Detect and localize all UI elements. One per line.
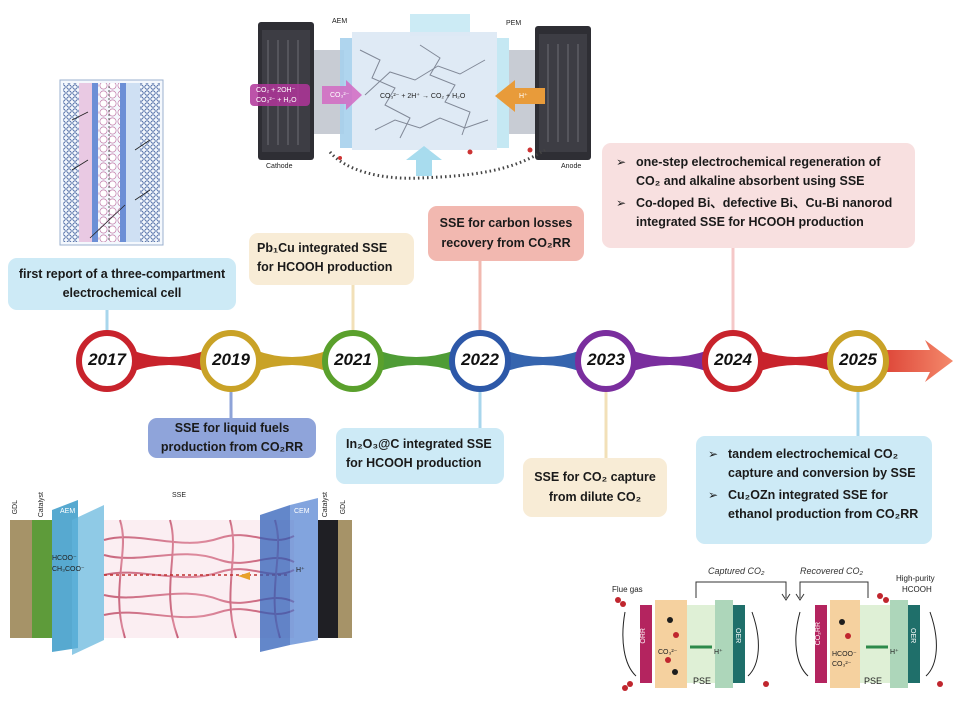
box-line: from dilute CO₂ [548,489,642,504]
label-catalyst-right: Catalyst [322,492,329,518]
milestone-item: one-step electrochemical regeneration of… [614,153,903,192]
year-node-2025 [827,330,889,392]
box-line: SSE for carbon losses [439,216,573,231]
label-catalyst-left: Catalyst [38,492,45,518]
label-recovered-co2: Recovered CO₂ [800,566,863,576]
label-hplus-sse: H⁺ [296,567,305,574]
label-pse-1: PSE [693,676,712,686]
milestone-box-2022-top: SSE for carbon losses recovery from CO₂R… [428,206,584,261]
label-gdl-left: GDL [12,500,19,515]
label-hcoo: HCOO⁻ [52,555,77,562]
year-node-2021 [322,330,384,392]
label-sse: SSE [172,492,187,499]
milestone-box-2024: one-step electrochemical regeneration of… [602,143,915,248]
cell-cross-section-figure [59,79,164,246]
timeline [76,248,953,458]
milestone-box-2025: tandem electrochemical CO₂ capture and c… [696,436,932,544]
label-eq-left-1: CO₂ + 2OH⁻ [256,87,296,94]
pse-figure [615,581,943,691]
timeline-arrow [870,340,953,382]
label-oer-1: OER [734,628,741,644]
milestone-box-2019: SSE for liquid fuels production from CO₂… [148,418,316,458]
label-h-pse-1: H⁺ [714,649,723,656]
label-co2rr: CO₂RR [815,622,822,646]
label-co3: CO₃²⁻ [330,92,350,99]
year-label-2024: 2024 [714,350,752,369]
connector-2021-2022 [377,350,456,372]
milestone-box-2023: SSE for CO₂ capture from dilute CO₂ [523,458,667,517]
label-aem-sse: AEM [60,508,76,515]
connector-2019-2021 [255,350,329,372]
year-node-2023 [575,330,637,392]
label-hplus: H⁺ [519,93,528,100]
milestone-box-2017: first report of a three-compartment elec… [8,258,236,310]
label-pse-2: PSE [864,676,883,686]
milestone-list-2024: one-step electrochemical regeneration of… [614,153,903,233]
box-line: Pb₁Cu integrated SSE [257,241,388,255]
box-line: for HCOOH production [346,456,482,471]
label-ch3coo: CH₃COO⁻ [52,566,85,573]
label-hcoo-pse: HCOO⁻ [832,651,857,658]
connector-2022-2023 [504,350,582,372]
label-orr: ORR [640,628,647,644]
sse-figure [10,498,352,655]
milestone-box-2021: Pb₁Cu integrated SSE for HCOOH productio… [249,233,414,285]
year-node-2017 [76,330,138,392]
milestone-item: Co-doped Bi、defective Bi、Cu-Bi nanorod i… [614,194,903,233]
box-line: recovery from CO₂RR [441,235,571,250]
label-pem: PEM [506,20,522,27]
label-cem: CEM [294,508,310,515]
connector-2023-2024 [630,350,709,372]
year-label-2025: 2025 [839,350,877,369]
label-h-pse-2: H⁺ [890,649,899,656]
year-label-2019: 2019 [212,350,250,369]
label-anode: Anode [561,163,582,170]
milestone-box-2022-bottom: In₂O₃@C integrated SSE for HCOOH product… [336,428,504,484]
box-line: for HCOOH production [257,260,393,275]
box-line: SSE for liquid fuels [174,420,290,435]
box-line: first report of a three-compartment [18,266,226,281]
label-co3-pse-2: CO₃²⁻ [832,661,852,668]
year-node-2024 [702,330,764,392]
year-label-2023: 2023 [587,350,625,369]
box-line: electrochemical cell [62,286,182,300]
year-node-2019 [200,330,262,392]
label-gdl-right: GDL [340,500,347,515]
box-line: production from CO₂RR [160,440,304,454]
connector-2024-2025 [757,350,834,372]
year-label-2021: 2021 [334,350,372,369]
reactor-figure [250,14,591,180]
label-eq-mid: CO₃²⁻ + 2H⁺ → CO₂ + H₂O [380,93,466,100]
milestone-list-2025: tandem electrochemical CO₂ capture and c… [706,445,922,525]
label-high-purity: High-purity [896,574,935,583]
label-flue-gas: Flue gas [612,585,643,594]
milestone-item: Cu₂OZn integrated SSE for ethanol produc… [706,486,922,525]
box-line: SSE for CO₂ capture [534,470,656,485]
year-label-2022: 2022 [461,350,499,369]
label-eq-left-2: CO₃²⁻ + H₂O [256,97,297,104]
connector-2017-2019 [131,350,207,372]
label-co3-pse: CO₃²⁻ [658,649,678,656]
label-captured-co2: Captured CO₂ [708,566,765,576]
year-node-2022 [449,330,511,392]
milestone-item: tandem electrochemical CO₂ capture and c… [706,445,922,484]
box-line: In₂O₃@C integrated SSE [346,437,492,451]
label-hcooh: HCOOH [902,585,932,594]
label-aem: AEM [332,18,348,25]
year-label-2017: 2017 [88,350,126,369]
label-cathode: Cathode [266,163,293,170]
label-oer-2: OER [909,628,916,644]
